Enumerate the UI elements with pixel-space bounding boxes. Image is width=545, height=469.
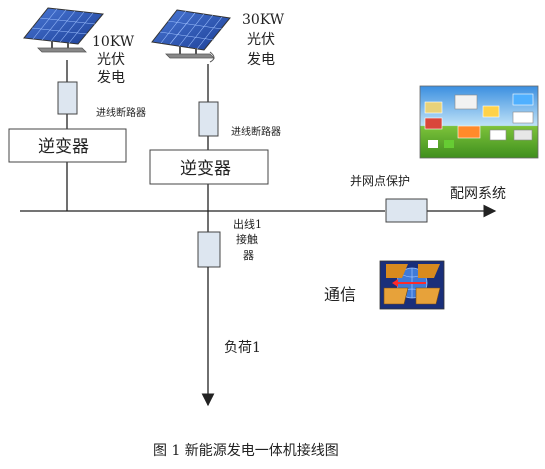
network-communication-icon (379, 260, 445, 310)
solar-panel-icon (151, 9, 231, 63)
svg-text:10KW: 10KW (92, 34, 135, 50)
grid-system-label: 配网系统 (450, 186, 506, 202)
svg-text:发电: 发电 (247, 52, 275, 68)
svg-text:接触: 接触 (236, 232, 258, 246)
inverter-1 (8, 128, 127, 163)
monitor-screen-icon (419, 85, 539, 159)
svg-text:器: 器 (243, 249, 254, 262)
grid-protection-device (385, 198, 428, 223)
svg-text:出线1: 出线1 (233, 217, 262, 231)
incoming-breaker-2 (198, 101, 219, 137)
incoming-breaker-1-label: 进线断路器 (96, 106, 146, 119)
incoming-breaker-2-label: 进线断路器 (231, 125, 281, 138)
outlet-contactor (197, 231, 221, 268)
grid-protection-label: 并网点保护 (350, 174, 410, 188)
panel-30kw-label: 30KW 光伏 发电 (242, 12, 285, 68)
inverter-2-label: 逆变器 (180, 159, 231, 179)
svg-text:光伏: 光伏 (247, 32, 275, 48)
svg-text:发电: 发电 (97, 70, 125, 86)
figure-caption: 图 1 新能源发电一体机接线图 (153, 442, 339, 459)
incoming-breaker-1 (57, 81, 78, 115)
svg-text:30KW: 30KW (242, 12, 285, 28)
communication-label: 通信 (324, 285, 356, 304)
inverter-2 (149, 149, 269, 185)
inverter-1-label: 逆变器 (38, 137, 89, 157)
panel-10kw-label: 10KW 光伏 发电 (92, 34, 135, 86)
outlet-contactor-label: 出线1 接触 器 (233, 217, 262, 262)
solar-panel-icon (23, 7, 104, 53)
svg-text:光伏: 光伏 (97, 52, 125, 68)
load-label: 负荷1 (224, 340, 261, 356)
